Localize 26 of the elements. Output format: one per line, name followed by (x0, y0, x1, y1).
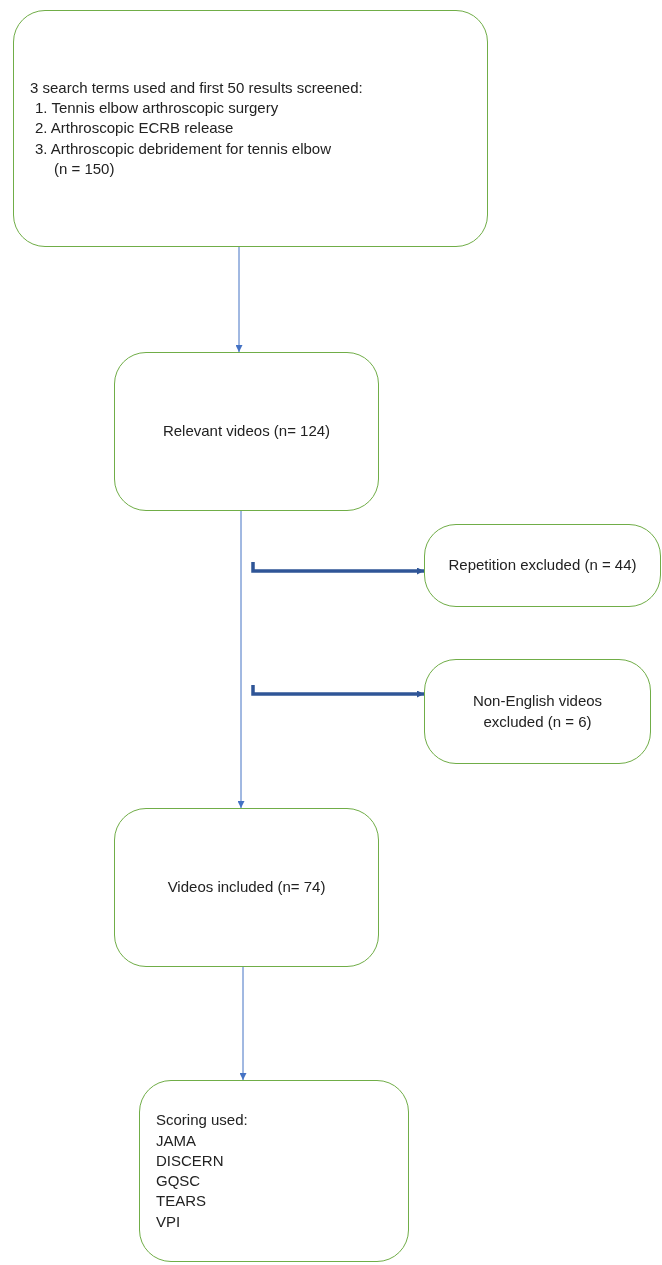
box-text: 3. Arthroscopic debridement for tennis elbow (34, 138, 331, 159)
process-box (424, 524, 661, 607)
box-text: VPI (156, 1211, 181, 1232)
box-text: (n = 150) (53, 158, 115, 179)
box-text: Relevant videos (n= 124) (161, 421, 332, 442)
box-text: Non-English videos excluded (n = 6) (471, 691, 604, 732)
box-text: TEARS (156, 1191, 206, 1212)
arrow (251, 562, 424, 575)
box-heading: Scoring used: (156, 1110, 248, 1131)
box-heading: 3 search terms used and first 50 results screened: (30, 77, 363, 98)
box-text: GQSC (156, 1171, 201, 1191)
box-text: Videos included (n= 74) (166, 877, 327, 898)
arrow (237, 510, 245, 809)
process-box (424, 659, 651, 764)
process-box (13, 10, 488, 247)
box-text: Repetition excluded (n = 44) (447, 555, 638, 576)
process-box (114, 808, 379, 967)
box-text: 2. Arthroscopic ECRB release (34, 118, 234, 139)
arrow (235, 246, 243, 353)
process-box (139, 1080, 409, 1262)
box-text: 1. Tennis elbow arthroscopic surgery (34, 98, 279, 119)
process-box (114, 352, 379, 511)
arrow (251, 685, 424, 698)
arrow (239, 966, 247, 1081)
box-text: JAMA (156, 1130, 196, 1151)
box-text: DISCERN (156, 1150, 224, 1171)
